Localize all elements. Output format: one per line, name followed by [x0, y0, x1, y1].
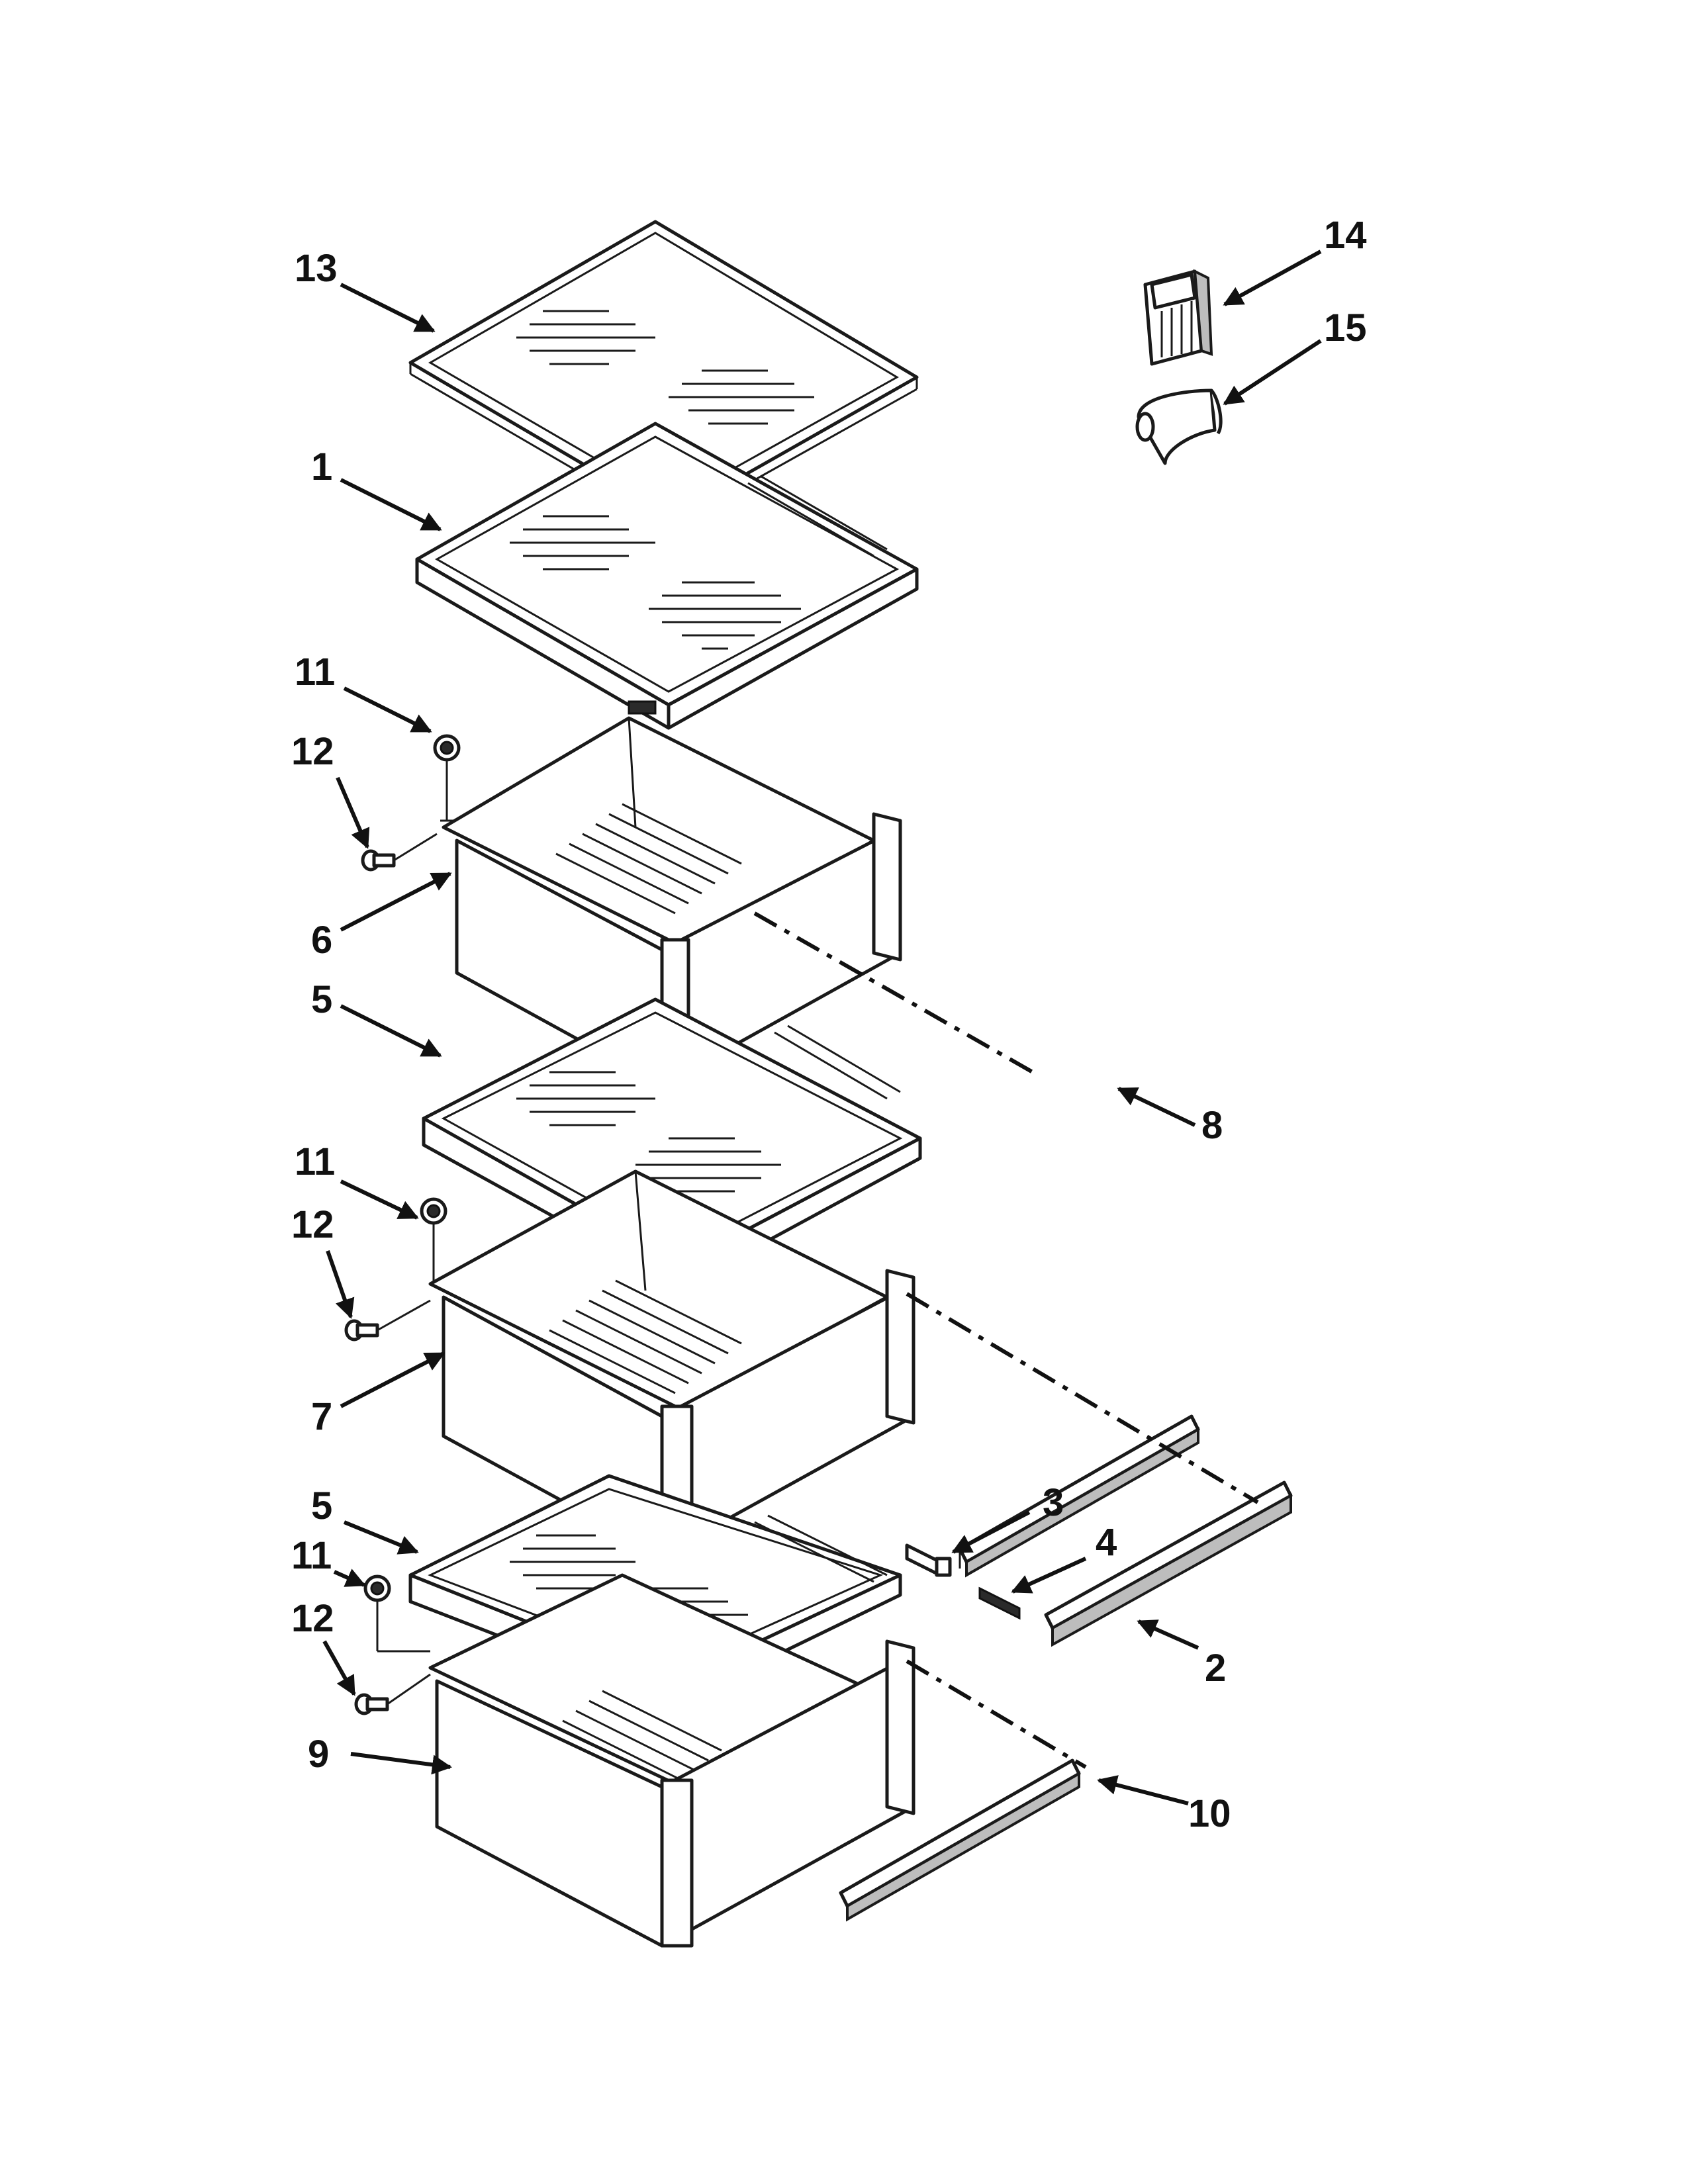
callout-12-upper: 12	[291, 730, 334, 773]
callout-12-middle: 12	[291, 1203, 334, 1246]
callout-10: 10	[1188, 1792, 1231, 1835]
callout-9: 9	[308, 1733, 329, 1776]
callout-11-middle: 11	[295, 1140, 335, 1183]
callout-labels: 13 1 11 12 6 5 8 11 12 7 5 11 12 9 3 4 2…	[291, 214, 1367, 1835]
part-9-drawer	[428, 1573, 915, 1948]
part-14-control-cover	[1143, 269, 1213, 366]
part-4-clip	[978, 1586, 1021, 1620]
callout-6: 6	[311, 919, 332, 962]
part-11-roller-upper	[433, 734, 461, 822]
callout-5-middle: 5	[311, 978, 332, 1021]
callout-3: 3	[1043, 1481, 1064, 1524]
part-11-roller-lower	[363, 1574, 430, 1653]
part-11-roller-middle	[420, 1197, 447, 1281]
callout-8: 8	[1201, 1104, 1223, 1147]
part-15-bin-holder	[1135, 388, 1223, 465]
callout-14: 14	[1324, 214, 1367, 257]
callout-7: 7	[311, 1395, 332, 1438]
part-2-rail	[1044, 1480, 1293, 1647]
part-12-pin-lower	[354, 1673, 431, 1715]
part-12-pin-upper	[361, 833, 438, 872]
callout-11-upper: 11	[295, 651, 335, 694]
part-12-pin-middle	[344, 1299, 431, 1342]
arrow-leaders	[322, 250, 1322, 1805]
callout-4: 4	[1096, 1521, 1117, 1564]
callout-1: 1	[311, 445, 332, 488]
callout-13: 13	[295, 247, 338, 290]
dash-dot-leaders	[753, 911, 1259, 1769]
part-10-rail	[839, 1758, 1081, 1922]
part-8-rail	[958, 1414, 1200, 1578]
callout-12-lower: 12	[291, 1597, 334, 1640]
part-3-clip	[905, 1543, 952, 1577]
part-1-shelf-frame	[415, 422, 919, 730]
callout-15: 15	[1324, 306, 1367, 349]
callout-2: 2	[1205, 1647, 1226, 1690]
callout-11-lower: 11	[291, 1534, 332, 1577]
callout-5-lower: 5	[311, 1484, 332, 1527]
